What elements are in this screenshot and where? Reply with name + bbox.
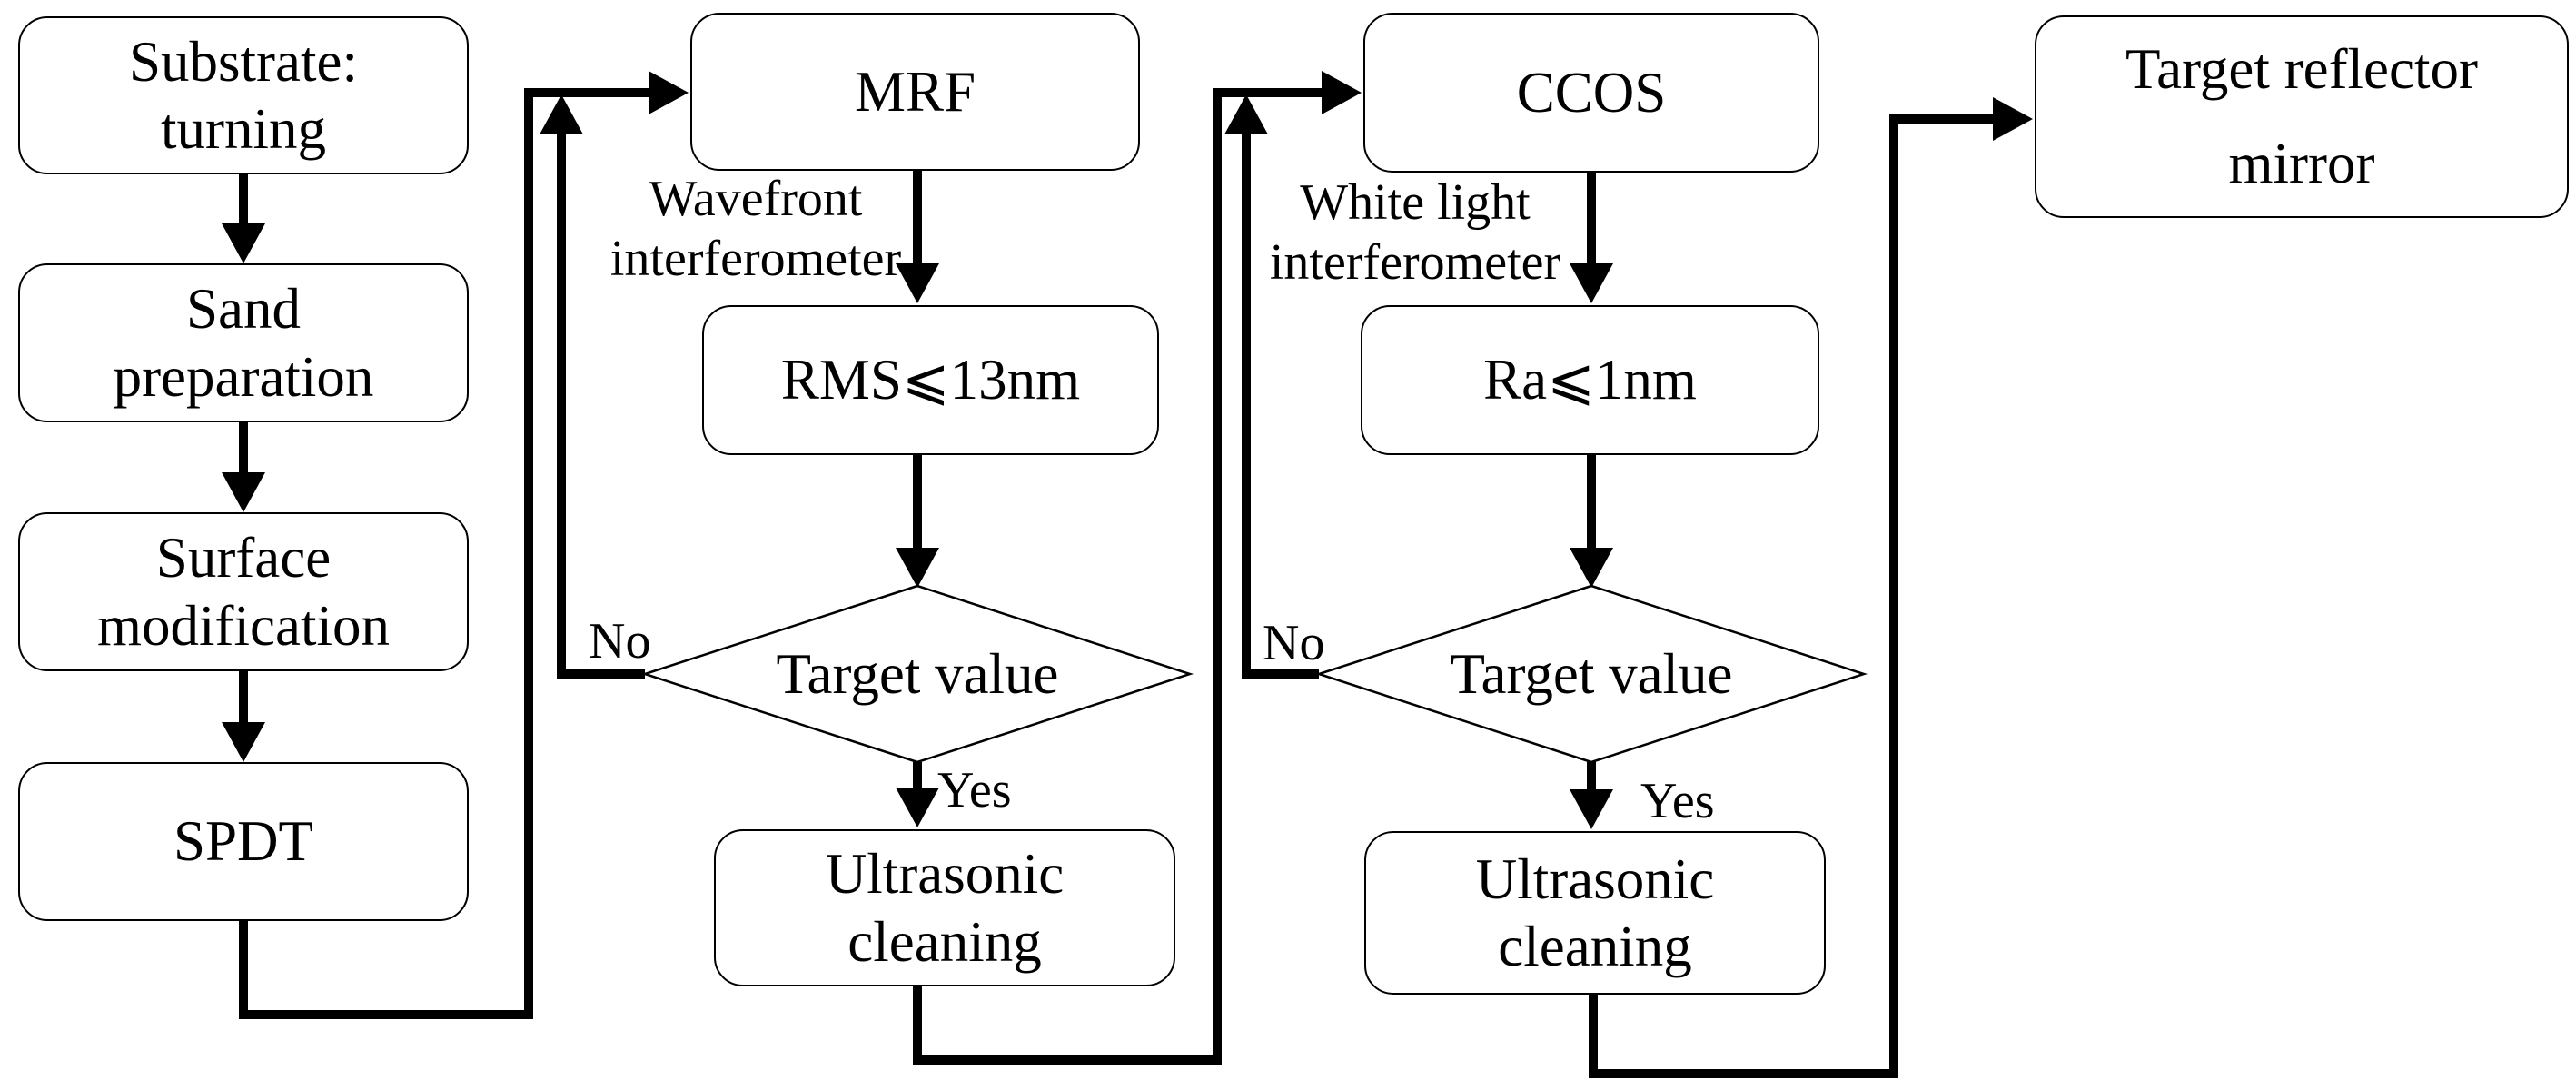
flow-box-ultrasonic-cleaning-1: Ultrasonic cleaning bbox=[714, 829, 1175, 986]
connector-no2-feedback-line bbox=[1242, 134, 1319, 679]
arrowhead-decision1-yes bbox=[896, 788, 939, 827]
spdt-label: SPDT bbox=[173, 809, 314, 874]
arrowhead-ra-to-decision2 bbox=[1570, 548, 1613, 588]
ultrasonic2-label-line2: cleaning bbox=[1498, 915, 1692, 978]
whitelight-label-line2: interferometer bbox=[1269, 234, 1561, 292]
decision2-diamond bbox=[1314, 584, 1868, 764]
arrowhead-surface-to-spdt bbox=[222, 722, 265, 762]
flow-box-ultrasonic-cleaning-2: Ultrasonic cleaning bbox=[1364, 831, 1826, 995]
decision1-label-text: Target value bbox=[776, 641, 1059, 706]
flow-box-rms-spec: RMS⩽13nm bbox=[702, 305, 1159, 455]
sand-label-line1: Sand bbox=[186, 277, 301, 342]
arrowhead-decision2-yes bbox=[1570, 789, 1613, 829]
arrowhead-into-ccos bbox=[1322, 71, 1362, 114]
arrowhead-no2-up bbox=[1224, 94, 1268, 134]
flow-box-sand-preparation: Sand preparation bbox=[18, 263, 469, 422]
connector-no1-feedback-line bbox=[557, 134, 645, 679]
flow-box-target-reflector-mirror: Target reflector mirror bbox=[2035, 15, 2569, 218]
decision2-label: Target value bbox=[1319, 586, 1864, 762]
target-label-line2: mirror bbox=[2228, 131, 2375, 195]
surface-label-line1: Surface bbox=[155, 526, 332, 590]
rms-spec-label: RMS⩽13nm bbox=[780, 348, 1081, 412]
wavefront-label-line2: interferometer bbox=[609, 231, 902, 288]
decision2-yes-label: Yes bbox=[1640, 773, 1715, 829]
decision2-label-text: Target value bbox=[1450, 641, 1733, 706]
flow-box-spdt: SPDT bbox=[18, 762, 469, 921]
substrate-label-line1: Substrate: bbox=[129, 29, 358, 94]
ultrasonic2-label-line1: Ultrasonic bbox=[1475, 847, 1715, 911]
arrowhead-sand-to-surface bbox=[222, 472, 265, 512]
flow-box-ra-spec: Ra⩽1nm bbox=[1361, 305, 1819, 455]
substrate-label-line2: turning bbox=[161, 97, 326, 161]
decision1-yes-label: Yes bbox=[937, 762, 1012, 818]
arrowhead-substrate-to-sand bbox=[222, 223, 265, 263]
ccos-label: CCOS bbox=[1516, 60, 1667, 124]
flow-box-ccos: CCOS bbox=[1363, 13, 1819, 173]
sand-label-line2: preparation bbox=[113, 344, 374, 409]
connector-ultrasonic1-to-ccos-line bbox=[913, 88, 1323, 1065]
target-label-line1: Target reflector bbox=[2125, 36, 2478, 101]
arrowhead-ccos-to-ra bbox=[1570, 263, 1613, 303]
ra-spec-label: Ra⩽1nm bbox=[1483, 348, 1697, 412]
ultrasonic1-label-line2: cleaning bbox=[847, 909, 1042, 974]
ultrasonic1-label-line1: Ultrasonic bbox=[825, 842, 1065, 907]
white-light-interferometer-label: White light interferometer bbox=[1215, 173, 1615, 292]
flow-box-substrate: Substrate: turning bbox=[18, 16, 469, 174]
connector-ultrasonic2-to-target-line bbox=[1589, 114, 1995, 1078]
decision1-diamond bbox=[640, 584, 1194, 764]
arrowhead-rms-to-decision1 bbox=[896, 548, 939, 588]
whitelight-label-line1: White light bbox=[1300, 174, 1531, 231]
wavefront-interferometer-label: Wavefront interferometer bbox=[556, 169, 956, 289]
wavefront-label-line1: Wavefront bbox=[649, 171, 863, 227]
surface-label-line2: modification bbox=[97, 593, 390, 658]
arrowhead-into-mrf bbox=[649, 71, 689, 114]
arrowhead-no1-up bbox=[540, 94, 583, 134]
connector-spdt-to-mrf-line bbox=[239, 88, 650, 1019]
arrowhead-into-target bbox=[1993, 97, 2033, 141]
flow-box-mrf: MRF bbox=[690, 13, 1140, 171]
flow-box-surface-modification: Surface modification bbox=[18, 512, 469, 671]
decision1-label: Target value bbox=[645, 586, 1190, 762]
mrf-label: MRF bbox=[854, 59, 976, 124]
decision1-no-label: No bbox=[589, 613, 651, 669]
decision2-no-label: No bbox=[1263, 615, 1325, 671]
arrowhead-mrf-to-rms bbox=[896, 263, 939, 303]
